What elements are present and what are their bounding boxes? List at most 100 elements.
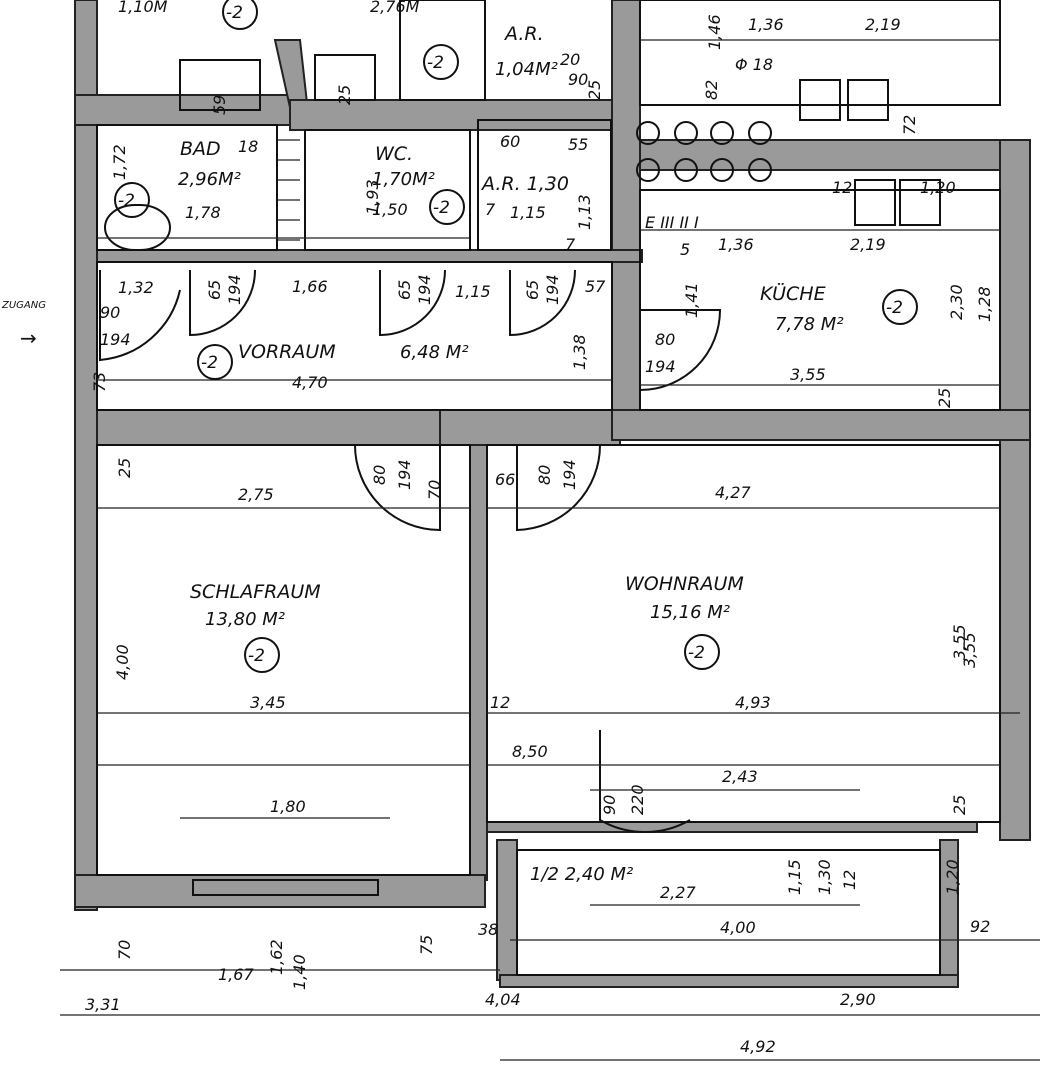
room-wc-dim: 1,50 bbox=[372, 200, 408, 219]
labels: ZUGANG → BAD 2,96M² 1,78 WC. 1,70M² 1,50… bbox=[1, 0, 844, 885]
dim-label: 1,20 bbox=[920, 178, 956, 197]
dim-label: 1,46 bbox=[705, 14, 724, 50]
dim-label: 25 bbox=[115, 458, 134, 478]
dim-label: 4,00 bbox=[113, 644, 132, 680]
dim-label: 1,15 bbox=[785, 859, 804, 895]
room-vorraum-name: VORRAUM bbox=[238, 341, 336, 363]
room-vorraum-area: 6,48 M² bbox=[400, 342, 469, 363]
dim-label: 2,19 bbox=[865, 15, 901, 34]
dim-label: 66 bbox=[495, 470, 515, 489]
level-marker: -2 bbox=[244, 637, 280, 673]
dim-label: 194 bbox=[225, 274, 244, 305]
dim-label: 7 bbox=[485, 200, 496, 219]
dim-label: 1,66 bbox=[292, 277, 328, 296]
dim-label: 80 bbox=[370, 465, 389, 485]
svg-text:-2: -2 bbox=[886, 298, 903, 318]
dim-label: 1,38 bbox=[570, 334, 589, 370]
room-wc-area: 1,70M² bbox=[372, 169, 435, 190]
svg-text:-2: -2 bbox=[248, 646, 265, 666]
room-kueche-name: KÜCHE bbox=[760, 282, 826, 305]
room-balkon-area: 1/2 2,40 M² bbox=[530, 864, 633, 885]
dim-label: 194 bbox=[395, 459, 414, 490]
dim-label: 1,80 bbox=[270, 797, 306, 816]
level-marker: -2 bbox=[222, 0, 258, 30]
dim-label: 194 bbox=[100, 330, 131, 349]
dim-label: 2,30 bbox=[947, 284, 966, 320]
room-wohnraum-dim: 4,93 bbox=[735, 693, 771, 712]
dim-label: 90 bbox=[600, 795, 619, 815]
dim-label: 72 bbox=[900, 115, 919, 135]
svg-text:-2: -2 bbox=[433, 198, 450, 218]
dim-label: 1,40 bbox=[290, 954, 309, 990]
room-schlafraum-name: SCHLAFRAUM bbox=[190, 581, 321, 603]
dim-label: 75 bbox=[417, 935, 436, 955]
svg-text:-2: -2 bbox=[201, 353, 218, 373]
dim-label: 8,50 bbox=[512, 742, 548, 761]
level-marker: -2 bbox=[423, 44, 459, 80]
stairs-detail bbox=[278, 139, 300, 241]
dim-label: 1,13 bbox=[575, 194, 594, 230]
svg-text:-2: -2 bbox=[226, 3, 243, 23]
dim-label: 25 bbox=[950, 795, 969, 815]
dim-label: 65 bbox=[205, 280, 224, 300]
level-marker: -2 bbox=[684, 634, 720, 670]
dim-label: 1,36 bbox=[748, 15, 784, 34]
room-wc-name: WC. bbox=[375, 143, 413, 165]
svg-text:-2: -2 bbox=[688, 643, 705, 663]
room-top-b: 2,76M bbox=[370, 0, 420, 16]
svg-text:-2: -2 bbox=[427, 53, 444, 73]
dim-label: 4,04 bbox=[485, 990, 521, 1009]
entrance-arrow: → bbox=[20, 326, 37, 350]
entrance-label: ZUGANG bbox=[1, 300, 46, 311]
room-top-a: 1,10M bbox=[118, 0, 168, 16]
dim-label: 1,62 bbox=[267, 939, 286, 975]
dim-label: 18 bbox=[238, 137, 258, 156]
dim-label: 57 bbox=[585, 277, 606, 296]
dim-label: 12 bbox=[840, 870, 859, 890]
svg-text:-2: -2 bbox=[118, 191, 135, 211]
room-kueche-area: 7,78 M² bbox=[775, 314, 844, 335]
dim-label: 73 bbox=[90, 372, 109, 392]
dim-label: 7 bbox=[565, 235, 576, 254]
dimension-labels: 1,72 59 18 1,46 1,36 2,19 25 82 72 60 55… bbox=[85, 14, 994, 1056]
room-ar2-area: 1,04M² bbox=[495, 59, 558, 80]
chimney-label: Φ 18 bbox=[735, 55, 773, 74]
level-markers: -2 -2 -2 -2 -2 -2 -2 -2 bbox=[114, 0, 918, 673]
room-bad-name: BAD bbox=[180, 138, 221, 160]
dim-label: 12 bbox=[490, 693, 510, 712]
level-marker: -2 bbox=[197, 344, 233, 380]
dim-label: 92 bbox=[970, 917, 990, 936]
dim-label: 65 bbox=[395, 280, 414, 300]
dim-label: 3,31 bbox=[85, 995, 121, 1014]
room-bad-area: 2,96M² bbox=[178, 169, 241, 190]
dim-label: 1,36 bbox=[718, 235, 754, 254]
dim-label: 2,19 bbox=[850, 235, 886, 254]
room-wohnraum-name: WOHNRAUM bbox=[625, 573, 744, 595]
chimney-flues bbox=[636, 121, 772, 182]
room-bad-dim: 1,78 bbox=[185, 203, 221, 222]
dim-label: 82 bbox=[702, 80, 721, 100]
room-vorraum-dim: 4,70 bbox=[292, 373, 328, 392]
dim-label: 2,27 bbox=[660, 883, 696, 902]
level-marker: -2 bbox=[882, 289, 918, 325]
dim-label: 4,00 bbox=[720, 918, 756, 937]
room-outlines bbox=[96, 0, 1001, 976]
dim-label: 80 bbox=[655, 330, 675, 349]
dim-label: 60 bbox=[500, 132, 520, 151]
dimension-lines bbox=[60, 39, 1040, 1061]
dim-label: 1,30 bbox=[815, 859, 834, 895]
dim-label: 3,55 bbox=[960, 632, 979, 668]
dim-label: 90 bbox=[568, 70, 588, 89]
dim-label: 25 bbox=[335, 85, 354, 105]
stairs-label: E III II I bbox=[645, 213, 699, 232]
walls bbox=[74, 0, 1031, 988]
dim-label: 194 bbox=[543, 274, 562, 305]
dim-label: 70 bbox=[115, 940, 134, 960]
dim-label: 59 bbox=[210, 95, 229, 115]
dim-label: 4,92 bbox=[740, 1037, 776, 1056]
dim-label: 194 bbox=[560, 459, 579, 490]
room-ar1-name: A.R. 1,30 bbox=[480, 173, 569, 195]
level-marker: -2 bbox=[114, 182, 150, 218]
room-kueche-dim: 3,55 bbox=[790, 365, 826, 384]
